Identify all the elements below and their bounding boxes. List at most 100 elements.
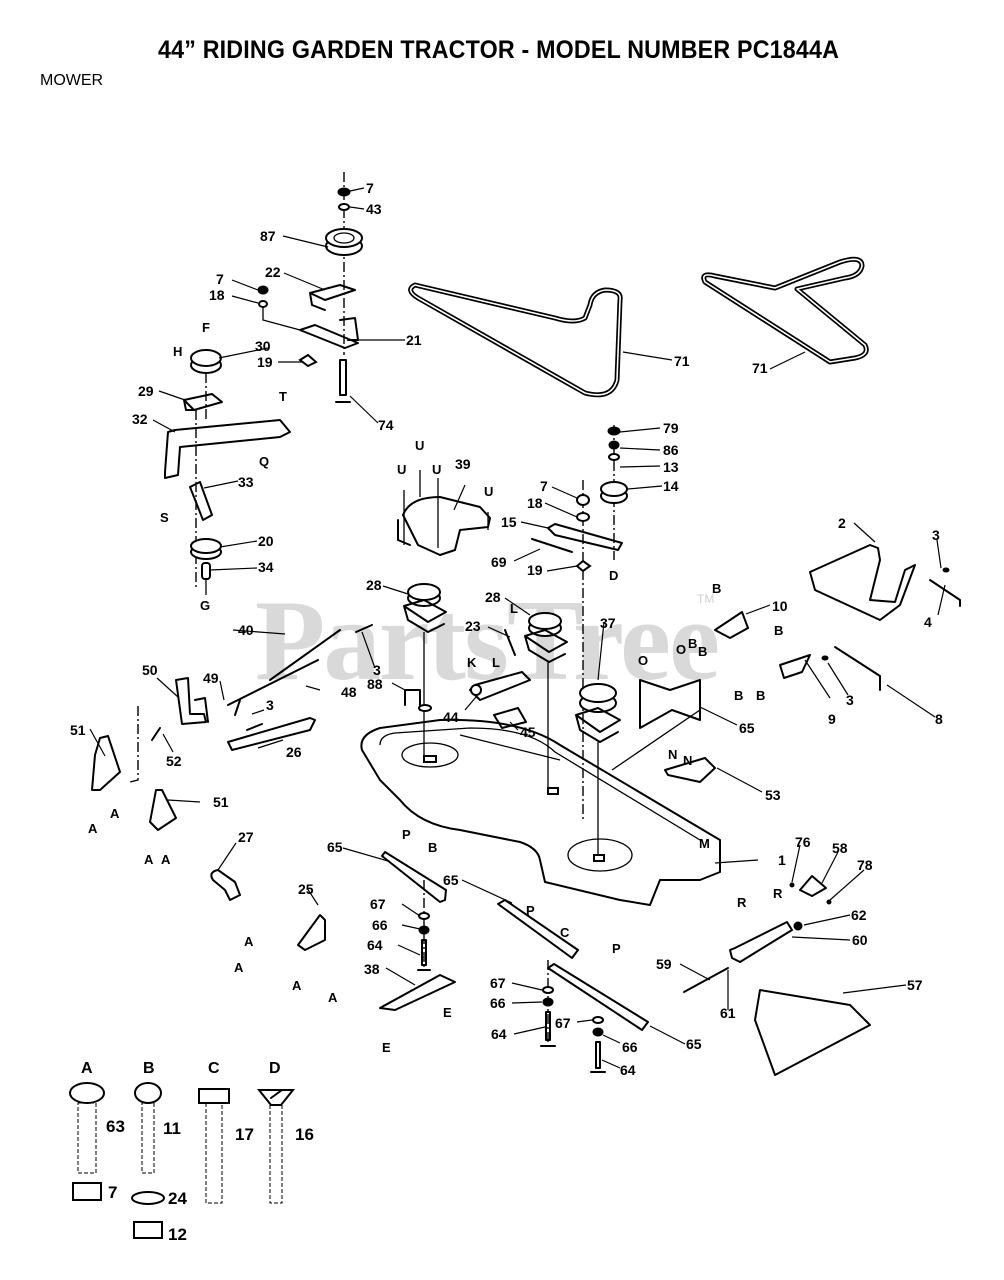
- callout-51: 51: [70, 722, 86, 738]
- ref-letter: C: [560, 925, 570, 940]
- callout-8: 8: [935, 711, 943, 727]
- ref-letter: U: [397, 462, 406, 477]
- ref-letter: B: [712, 581, 721, 596]
- reference-letters: F H T Q S G U U U U D L K L O O B B B B …: [88, 320, 783, 1055]
- hardware-key-labels: A 63 7 B 11 24 12 C 17 D 16: [81, 1060, 314, 1244]
- hardware-letter-d: D: [269, 1060, 281, 1077]
- hardware-part-63: 63: [106, 1117, 125, 1136]
- callout-1: 1: [778, 852, 786, 868]
- spindle-28-mid: [524, 612, 568, 790]
- idler-arm-32: [164, 419, 291, 479]
- callout-69: 69: [491, 554, 507, 570]
- callout-79: 79: [663, 420, 679, 436]
- spacer-34: [201, 562, 211, 580]
- hardware-part-7: 7: [108, 1183, 117, 1202]
- ref-letter: A: [234, 960, 244, 975]
- rod-48: [227, 659, 319, 706]
- ref-letter: B: [774, 623, 783, 638]
- hardware-part-11: 11: [163, 1119, 181, 1138]
- callout-38: 38: [364, 961, 380, 977]
- callout-25: 25: [298, 881, 314, 897]
- ref-letter: E: [382, 1040, 391, 1055]
- ref-letter: B: [688, 636, 697, 651]
- ref-letter: R: [773, 886, 783, 901]
- ref-letter: E: [443, 1005, 452, 1020]
- callout-15: 15: [501, 514, 517, 530]
- callout-7: 7: [540, 478, 548, 494]
- bracket-10: [714, 611, 749, 639]
- bracket-60: [729, 921, 793, 963]
- ref-letter: A: [144, 852, 154, 867]
- belt-71-b: [701, 256, 869, 365]
- callout-4: 4: [924, 614, 932, 630]
- callout-59: 59: [656, 956, 672, 972]
- blade-65-a: [381, 851, 447, 903]
- ref-letter: U: [432, 462, 441, 477]
- callout-88: 88: [367, 676, 383, 692]
- callout-64: 64: [620, 1062, 636, 1078]
- ref-letter: P: [402, 827, 411, 842]
- spring-58: [799, 875, 827, 897]
- callout-27: 27: [238, 829, 254, 845]
- callout-21: 21: [406, 332, 422, 348]
- washer-43: [338, 203, 350, 211]
- ref-letter: A: [328, 990, 338, 1005]
- spacer-19b: [575, 559, 592, 573]
- spindle-37: [575, 683, 621, 860]
- bushing-44: [470, 684, 482, 696]
- ref-letter: M: [699, 836, 710, 851]
- pulley-87: [325, 228, 363, 256]
- baffle-65: [639, 679, 701, 729]
- blade-65-b: [497, 899, 579, 959]
- pin-78: [826, 899, 832, 905]
- callout-13: 13: [663, 459, 679, 475]
- callout-58: 58: [832, 840, 848, 856]
- ref-letter: S: [160, 510, 169, 525]
- ref-letter: B: [756, 688, 765, 703]
- callout-66: 66: [490, 995, 506, 1011]
- hardware-part-17: 17: [235, 1125, 254, 1144]
- callout-23: 23: [465, 618, 481, 634]
- callout-14: 14: [663, 478, 679, 494]
- callout-62: 62: [851, 907, 867, 923]
- ref-letter: A: [110, 806, 120, 821]
- callout-67: 67: [490, 975, 506, 991]
- pin-52: [151, 727, 161, 741]
- callout-2: 2: [838, 515, 846, 531]
- callout-22: 22: [265, 264, 281, 280]
- pulley-14: [600, 481, 628, 504]
- idler-assembly: [531, 425, 628, 820]
- spacer-19: [298, 353, 318, 368]
- callout-66: 66: [372, 917, 388, 933]
- callout-71: 71: [752, 360, 768, 376]
- ref-letter: U: [415, 438, 424, 453]
- bracket-33: [189, 481, 213, 521]
- bearing-86: [608, 440, 620, 450]
- callout-34: 34: [258, 559, 274, 575]
- callout-labels: 7 43 87 7 18 22 21 30 19 29 32 74 33 20 …: [70, 180, 943, 1078]
- callout-86: 86: [663, 442, 679, 458]
- callout-40: 40: [238, 622, 254, 638]
- ref-letter: K: [467, 655, 477, 670]
- ref-letter: B: [734, 688, 743, 703]
- page-title: 44” RIDING GARDEN TRACTOR - MODEL NUMBER…: [158, 36, 840, 64]
- callout-7: 7: [216, 271, 224, 287]
- bracket-9: [779, 654, 811, 679]
- callout-30: 30: [255, 338, 271, 354]
- ref-letter: G: [200, 598, 210, 613]
- hardware-d: [256, 1089, 296, 1204]
- callout-44: 44: [443, 709, 459, 725]
- clip-3d: [821, 655, 829, 661]
- upper-left-assembly: [164, 172, 363, 595]
- ref-letter: P: [526, 903, 535, 918]
- spring-69: [531, 538, 573, 553]
- ref-letter: D: [609, 568, 618, 583]
- callout-37: 37: [600, 615, 616, 631]
- pin-76: [789, 882, 795, 888]
- clip-3b: [246, 723, 263, 731]
- rod-8: [834, 646, 881, 691]
- nut-62: [793, 921, 803, 931]
- bracket-50: [175, 677, 209, 725]
- shroud-39: [397, 470, 491, 556]
- callout-33: 33: [238, 474, 254, 490]
